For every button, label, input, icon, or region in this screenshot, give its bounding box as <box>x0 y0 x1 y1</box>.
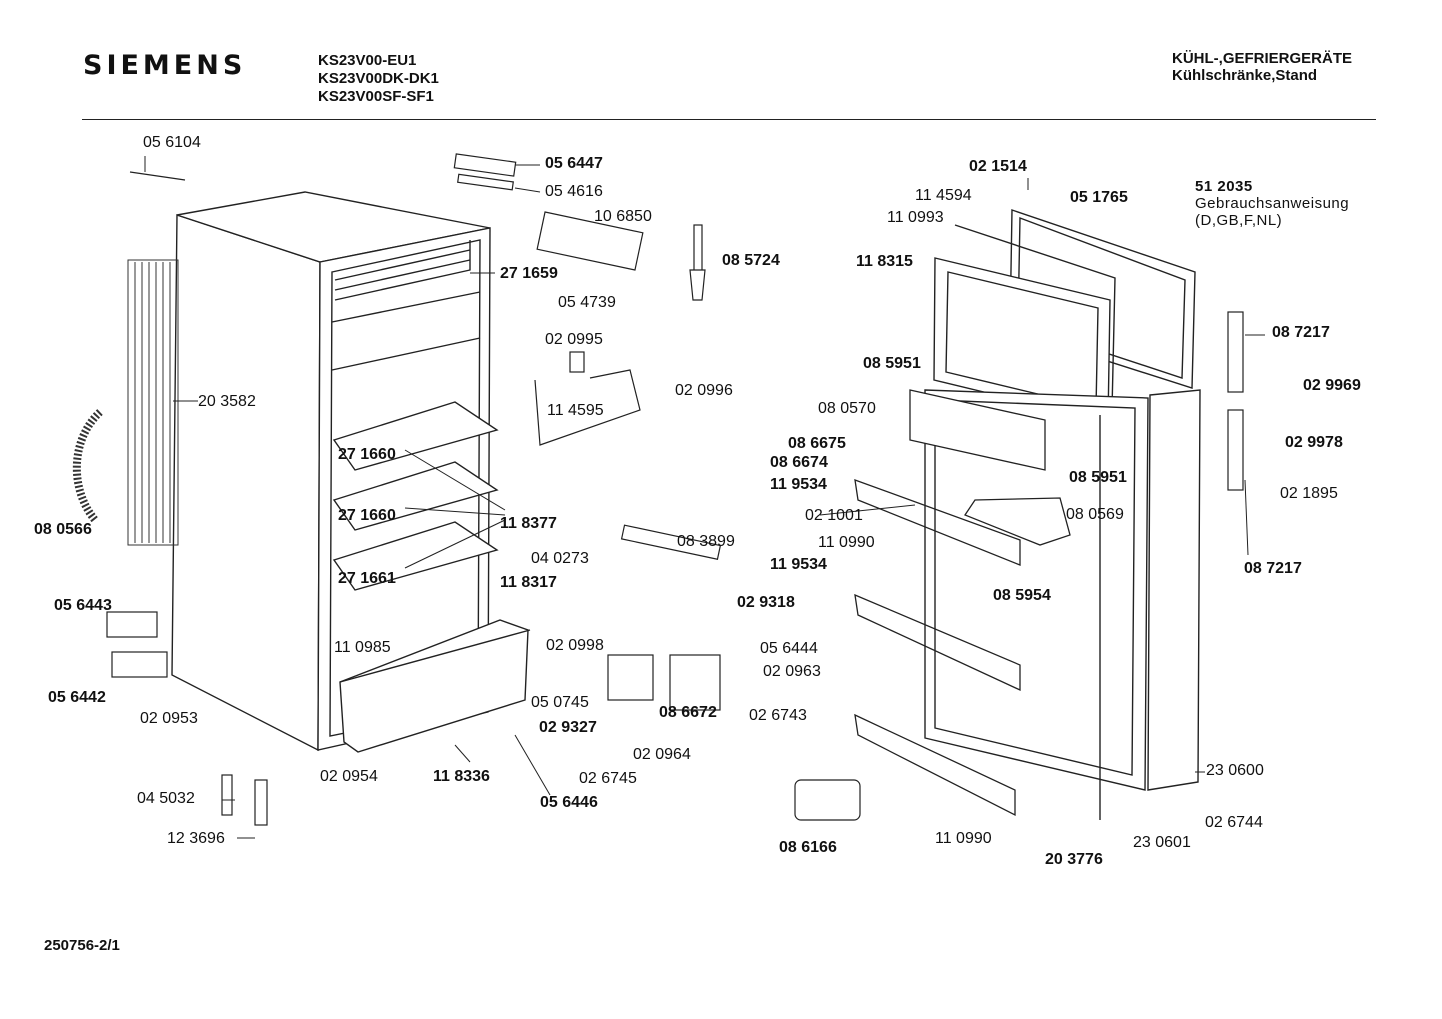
part-number-label: 02 9327 <box>539 719 597 736</box>
part-number-label: 05 6447 <box>545 155 603 172</box>
manual-languages: (D,GB,F,NL) <box>1195 212 1283 229</box>
model-number: KS23V00-EU1 <box>318 52 417 69</box>
part-number-label: 08 5724 <box>722 252 780 269</box>
part-number-label: 02 9978 <box>1285 434 1343 451</box>
part-number-label: 05 4616 <box>545 183 603 200</box>
part-number-label: 08 7217 <box>1272 324 1330 341</box>
part-number-label: 04 5032 <box>137 790 195 807</box>
document-reference: 250756-2/1 <box>44 937 120 954</box>
part-number-label: 11 8377 <box>500 515 557 532</box>
part-number-label: 11 0990 <box>818 534 875 551</box>
part-number-label: 08 7217 <box>1244 560 1302 577</box>
part-labels: 05 6104 20 3582 08 0566 05 6443 05 6442 02 09… <box>34 134 1361 868</box>
header-divider <box>82 119 1376 120</box>
part-number-label: 27 1660 <box>338 446 396 463</box>
part-number-label: 23 0600 <box>1206 762 1264 779</box>
part-number-label: 11 0990 <box>935 830 992 847</box>
manual-title: Gebrauchsanweisung <box>1195 195 1350 212</box>
part-number-label: 05 6442 <box>48 689 106 706</box>
manual-part-number: 51 2035 <box>1195 178 1253 195</box>
model-number: KS23V00DK-DK1 <box>318 70 439 87</box>
part-number-label: 02 1001 <box>805 507 863 524</box>
manual-reference: 51 2035 Gebrauchsanweisung (D,GB,F,NL) <box>1195 178 1349 229</box>
part-number-label: 08 5954 <box>993 587 1051 604</box>
part-number-label: 05 6446 <box>540 794 598 811</box>
part-number-label: 02 0953 <box>140 710 198 727</box>
part-number-label: 08 0569 <box>1066 506 1124 523</box>
part-number-label: 27 1661 <box>338 570 396 587</box>
part-number-label: 11 0985 <box>334 639 391 656</box>
part-number-label: 08 3899 <box>677 533 735 550</box>
part-number-label: 05 1765 <box>1070 189 1128 206</box>
part-number-label: 05 6443 <box>54 597 112 614</box>
part-number-label: 02 1895 <box>1280 485 1338 502</box>
condenser-coil <box>72 259 179 546</box>
part-number-label: 02 0998 <box>546 637 604 654</box>
category-line: Kühlschränke,Stand <box>1172 67 1318 84</box>
part-number-label: 11 9534 <box>770 556 827 573</box>
category-line: KÜHL-,GEFRIERGERÄTE <box>1172 50 1352 67</box>
part-number-label: 04 0273 <box>531 550 589 567</box>
part-number-label: 08 0570 <box>818 400 876 417</box>
model-number: KS23V00SF-SF1 <box>318 88 434 105</box>
part-number-label: 11 8315 <box>856 253 913 270</box>
part-number-label: 27 1660 <box>338 507 396 524</box>
part-number-label: 02 9969 <box>1303 377 1361 394</box>
part-number-label: 02 6743 <box>749 707 807 724</box>
part-number-label: 02 6745 <box>579 770 637 787</box>
part-number-label: 02 0963 <box>763 663 821 680</box>
part-number-label: 08 6674 <box>770 454 828 471</box>
part-number-label: 11 0993 <box>887 209 944 226</box>
part-number-label: 02 0964 <box>633 746 691 763</box>
brand-logo: SIEMENS <box>83 50 247 81</box>
part-number-label: 23 0601 <box>1133 834 1191 851</box>
part-number-label: 08 6675 <box>788 435 846 452</box>
leader-lines <box>144 156 1265 839</box>
category-heading: KÜHL-,GEFRIERGERÄTE Kühlschränke,Stand <box>1172 50 1352 84</box>
part-number-label: 08 5951 <box>1069 469 1127 486</box>
part-number-label: 05 0745 <box>531 694 589 711</box>
part-number-label: 11 8336 <box>433 768 490 785</box>
part-number-label: 02 6744 <box>1205 814 1263 831</box>
part-number-label: 11 9534 <box>770 476 827 493</box>
part-number-label: 20 3582 <box>198 393 256 410</box>
part-number-label: 12 3696 <box>167 830 225 847</box>
part-number-label: 11 4594 <box>915 187 972 204</box>
part-number-label: 10 6850 <box>594 208 652 225</box>
part-number-label: 08 5951 <box>863 355 921 372</box>
small-parts <box>106 153 1244 826</box>
part-number-label: 02 0954 <box>320 768 378 785</box>
part-number-label: 08 6166 <box>779 839 837 856</box>
fridge-door <box>924 389 1201 820</box>
door-shelves <box>854 389 1071 817</box>
part-number-label: 05 4739 <box>558 294 616 311</box>
part-number-label: 02 1514 <box>969 158 1027 175</box>
part-number-label: 11 8317 <box>500 574 557 591</box>
part-number-label: 08 0566 <box>34 521 92 538</box>
part-number-label: 02 0995 <box>545 331 603 348</box>
part-number-label: 02 9318 <box>737 594 795 611</box>
part-number-label: 11 4595 <box>547 402 604 419</box>
model-list: KS23V00-EU1 KS23V00DK-DK1 KS23V00SF-SF1 <box>318 52 439 106</box>
part-number-label: 05 6444 <box>760 640 818 657</box>
fridge-cabinet <box>171 191 531 753</box>
part-number-label: 02 0996 <box>675 382 733 399</box>
part-number-label: 20 3776 <box>1045 851 1103 868</box>
part-number-label: 27 1659 <box>500 265 558 282</box>
part-number-label: 08 6672 <box>659 704 717 721</box>
part-number-label: 05 6104 <box>143 134 201 151</box>
